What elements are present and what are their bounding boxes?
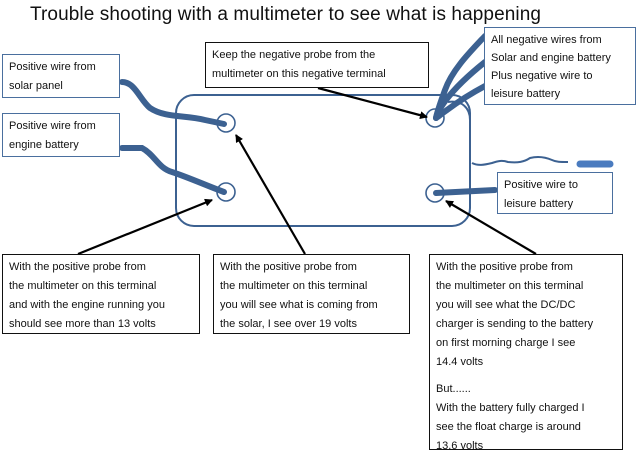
note-line: you will see what is coming from (220, 299, 378, 311)
label-line: Solar and engine battery (491, 52, 611, 64)
note-line: But...... (436, 383, 471, 395)
label-line: multimeter on this negative terminal (212, 68, 386, 80)
spacer (436, 372, 616, 380)
note-line: you will see what the DC/DC (436, 299, 576, 311)
note-line: 13.6 volts (436, 440, 484, 452)
label-line: engine battery (9, 139, 79, 151)
wire-engine-positive (119, 145, 227, 195)
wire-solar-positive (119, 79, 227, 127)
label-line: Positive wire from (9, 61, 96, 73)
label-engine-positive: Positive wire from engine battery (2, 113, 120, 157)
label-line: Keep the negative probe from the (212, 49, 376, 61)
label-negative-probe: Keep the negative probe from the multime… (205, 42, 429, 88)
note-line: see the float charge is around (436, 421, 581, 433)
note-line: on first morning charge I see (436, 337, 576, 349)
note-line: the solar, I see over 19 volts (220, 318, 357, 330)
note-line: 14.4 volts (436, 356, 484, 368)
arrow-leisure-terminal (445, 200, 537, 255)
note-line: charger is sending to the battery (436, 318, 594, 330)
note-line: With the positive probe from (436, 261, 573, 273)
page-title: Trouble shooting with a multimeter to se… (30, 4, 542, 25)
note-solar-terminal: With the positive probe from the multime… (213, 254, 410, 334)
note-line: and with the engine running you (9, 299, 165, 311)
note-line: With the positive probe from (220, 261, 357, 273)
wire-negative-loop (447, 100, 471, 126)
dcdc-charger-body (175, 94, 471, 227)
label-line: Plus negative wire to (491, 70, 593, 82)
label-line: leisure battery (491, 88, 561, 100)
note-line: the multimeter on this terminal (436, 280, 584, 292)
wire-leisure-thin (471, 155, 569, 166)
label-solar-positive: Positive wire from solar panel (2, 54, 120, 98)
label-line: All negative wires from (491, 34, 602, 46)
note-engine-terminal: With the positive probe from the multime… (2, 254, 200, 334)
label-line: leisure battery (504, 198, 574, 210)
note-line: should see more than 13 volts (9, 318, 156, 330)
note-line: the multimeter on this terminal (220, 280, 368, 292)
arrow-negative-probe (317, 86, 428, 120)
note-line: With the positive probe from (9, 261, 146, 273)
note-leisure-terminal: With the positive probe from the multime… (429, 254, 623, 452)
note-line: With the battery fully charged I (436, 402, 585, 414)
label-line: solar panel (9, 80, 63, 92)
note-line: the multimeter on this terminal (9, 280, 157, 292)
label-line: Positive wire to (504, 179, 578, 191)
label-line: Positive wire from (9, 120, 96, 132)
arrow-solar-terminal (235, 134, 306, 255)
label-leisure-positive: Positive wire to leisure battery (497, 172, 613, 214)
wire-negative-3 (433, 83, 488, 121)
arrow-engine-terminal (77, 198, 213, 256)
wire-leisure-positive (433, 187, 498, 196)
label-all-negatives: All negative wires from Solar and engine… (484, 27, 636, 105)
